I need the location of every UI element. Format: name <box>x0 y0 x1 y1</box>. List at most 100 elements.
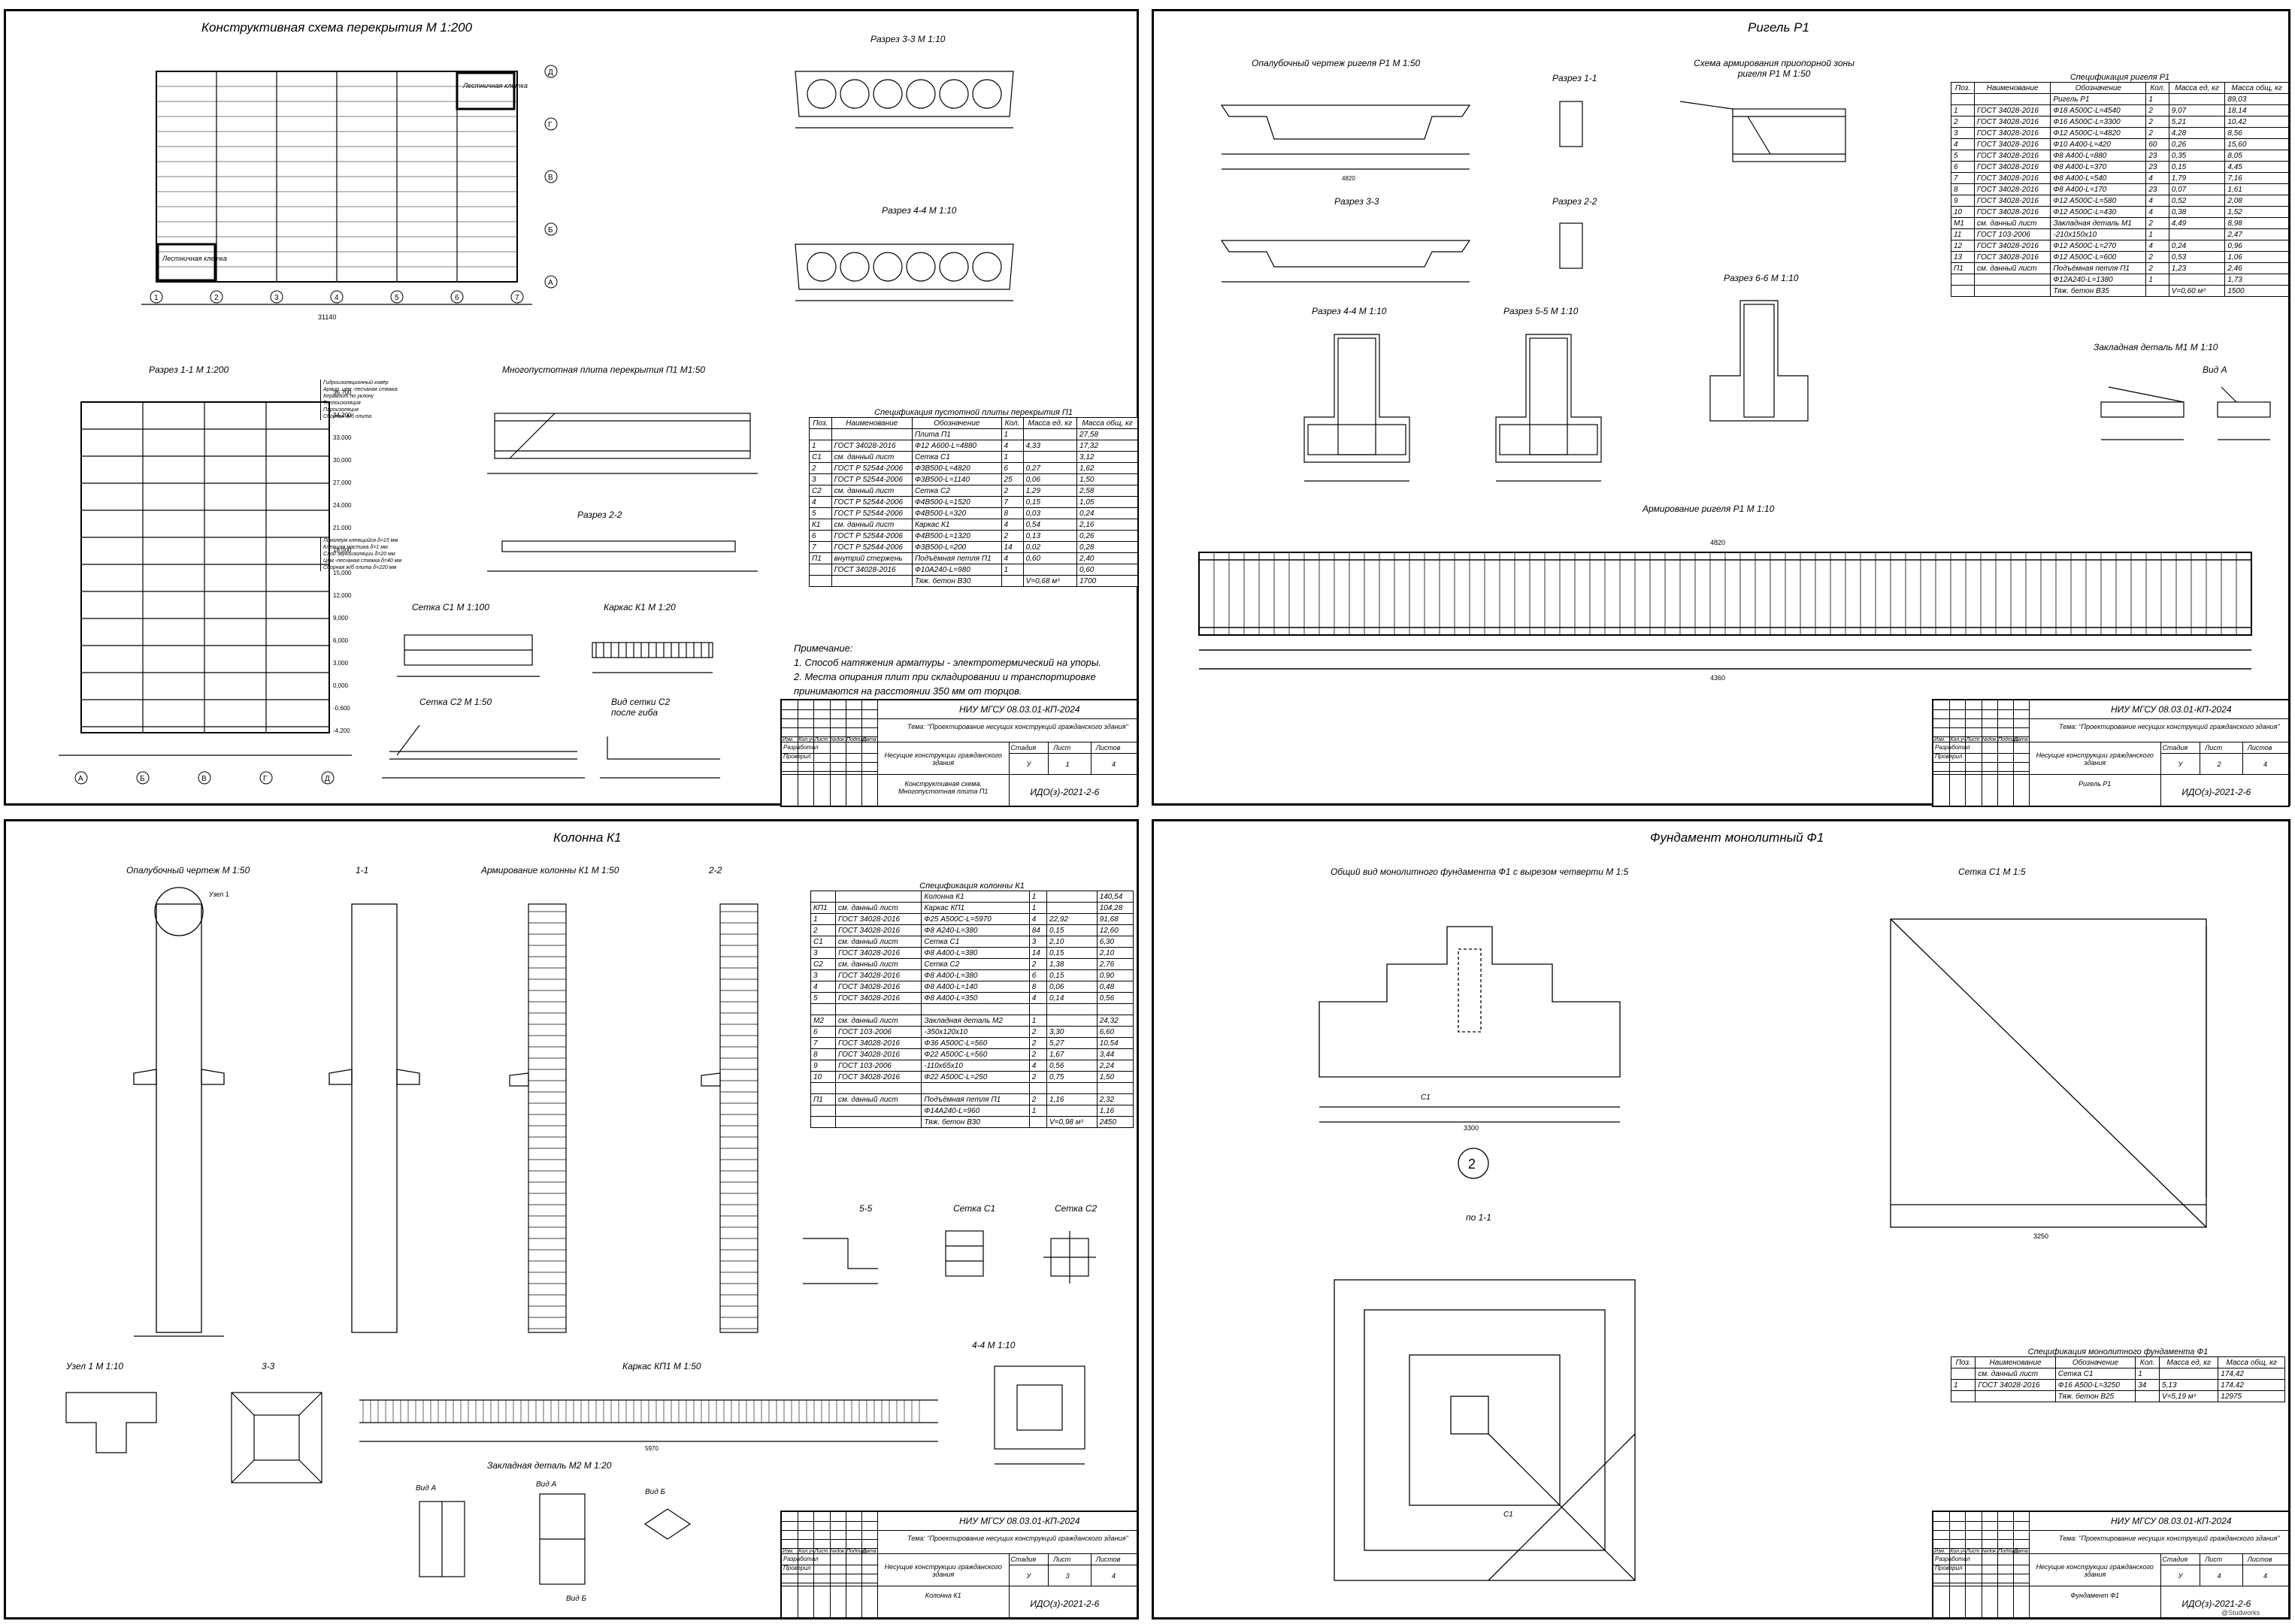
spec-cell: 1500 <box>2224 285 2289 297</box>
spec-cell <box>1973 93 2051 105</box>
spec-cell: 14 <box>1001 541 1024 553</box>
spec-cell: 3 <box>1951 127 1975 139</box>
spec-cell: ГОСТ 34028-2016 <box>835 969 922 981</box>
spec-cell: 1 <box>1001 451 1024 463</box>
stamp-code: НИУ МГСУ 08.03.01-КП-2024 <box>959 704 1080 715</box>
stamp-rule <box>1933 727 2030 728</box>
mark-c1: С1 <box>1503 1511 1513 1519</box>
spec-cell: 10 <box>1951 206 1975 218</box>
spec-cell: 4,33 <box>1022 440 1078 452</box>
spec-cell: ГОСТ 34028-2016 <box>835 947 922 959</box>
spec-cell: см. данный лист <box>831 519 913 531</box>
spec-cell: 3 <box>809 473 832 485</box>
spec-cell: Сетка С2 <box>911 485 1002 497</box>
stamp-col-label: Лист <box>814 737 828 742</box>
spec-cell <box>835 1105 922 1117</box>
stamp-sheet-name: Ригель Р1 <box>2079 780 2112 788</box>
stamp-sheet-no: 1 <box>1065 761 1070 768</box>
spec-cell: 1,62 <box>1076 462 1138 474</box>
spec-cell: 1 <box>1950 1379 1976 1391</box>
view-title: 2-2 <box>709 865 722 876</box>
axis-label: 6 <box>455 294 459 302</box>
spec-cell: 7 <box>809 541 832 553</box>
spec-cell: 10,42 <box>2224 116 2289 128</box>
stamp-stage-label: Стадия <box>2162 1556 2188 1563</box>
stamp-col-label: Кол.уч. <box>1950 1549 1968 1554</box>
spec-header-cell: Обозначение <box>2054 1356 2136 1368</box>
beam-section-55 <box>1495 334 1602 482</box>
spec-cell <box>2145 285 2169 297</box>
layer-item: Керамзит по уклону <box>323 394 374 399</box>
dim-width: 3300 <box>1464 1124 1479 1132</box>
spec-cell: ГОСТ 34028-2016 <box>831 564 913 576</box>
stamp-code: НИУ МГСУ 08.03.01-КП-2024 <box>2111 1516 2232 1526</box>
view-title: Сетка С2 <box>1055 1203 1098 1214</box>
spec-cell: 2,10 <box>1096 947 1134 959</box>
spec-cell: -110х65х10 <box>921 1060 1030 1072</box>
stamp-rule <box>2242 1553 2243 1586</box>
spec-cell <box>1046 891 1098 903</box>
embed-m2-drawing: Вид А Вид А Вид Б Вид Б <box>416 1480 692 1603</box>
spec-cell: 2,40 <box>1076 552 1138 564</box>
stamp-rule <box>1933 736 2030 737</box>
spec-cell: 4 <box>1001 552 1024 564</box>
axis-bubble <box>198 771 211 785</box>
spec-cell: 1 <box>809 440 832 452</box>
stamp-object: Несущие конструкции гражданского здания <box>2036 1563 2154 1578</box>
spec-cell: 0,26 <box>2168 138 2226 150</box>
spec-header-cell: Наименование <box>831 417 913 429</box>
view-title: Разрез 1-1 <box>1552 73 1597 83</box>
spec-cell: ГОСТ 34028-2016 <box>1973 183 2051 195</box>
spec-cell: Сетка С1 <box>921 936 1030 948</box>
spec-cell <box>1022 428 1078 440</box>
mark-c1: С1 <box>1421 1093 1431 1102</box>
spec-cell: 12,60 <box>1096 924 1134 936</box>
spec-cell: ГОСТ 34028-2016 <box>835 992 922 1004</box>
spec-cell: 84 <box>1028 924 1047 936</box>
spec-cell: 2 <box>1028 958 1047 970</box>
level-mark: 6,000 <box>333 637 349 644</box>
view-title: Разрез 4-4 М 1:10 <box>1312 306 1387 316</box>
spec-cell: 7 <box>810 1037 837 1049</box>
stamp-col-label: Лист <box>1966 737 1980 742</box>
spec-cell: ГОСТ 34028-2016 <box>1973 195 2051 207</box>
column-section-11 <box>329 903 420 1333</box>
level-mark: -0,600 <box>333 705 350 712</box>
spec-cell: 2 <box>1028 1071 1047 1083</box>
spec-cell: Ф4В500-L=1320 <box>911 530 1002 542</box>
void-circle <box>939 79 969 109</box>
spec-cell <box>2168 93 2226 105</box>
spec-cell: 4 <box>1001 519 1024 531</box>
spec-cell: Подъёмная петля П1 <box>2050 262 2147 274</box>
axis-label: А <box>548 279 553 287</box>
spec-cell: 8,98 <box>2224 217 2289 229</box>
spec-table-plate: Спецификация пустотной плиты перекрытия … <box>809 408 1138 587</box>
spec-cell: 5 <box>809 507 832 519</box>
spec-cell: 2,24 <box>1096 1060 1134 1072</box>
layer-item: Сборная ж/б плита δ=220 мм <box>323 565 397 570</box>
spec-cell: 0,28 <box>1076 541 1138 553</box>
layer-item: Клеящая мастика δ=1 мм <box>323 545 388 550</box>
beam-section-44 <box>1303 334 1410 482</box>
view-title: Разрез 1-1 М 1:200 <box>149 364 229 375</box>
spec-cell: Ф18 А500С-L=4540 <box>2050 104 2147 116</box>
view-title: Разрез 6-6 М 1:10 <box>1724 273 1799 283</box>
spec-cell: 1 <box>2145 93 2169 105</box>
stamp-sheet-label: Лист <box>1053 1556 1071 1563</box>
spec-cell: 0,90 <box>1096 969 1134 981</box>
level-mark: -4,200 <box>333 727 350 734</box>
spec-cell: 2,10 <box>1046 936 1098 948</box>
spec-cell <box>1046 1082 1098 1094</box>
spec-cell <box>809 564 832 576</box>
stamp-rule <box>1933 762 2030 763</box>
stamp-rule <box>1009 753 1137 754</box>
spec-cell: 4 <box>1028 992 1047 1004</box>
